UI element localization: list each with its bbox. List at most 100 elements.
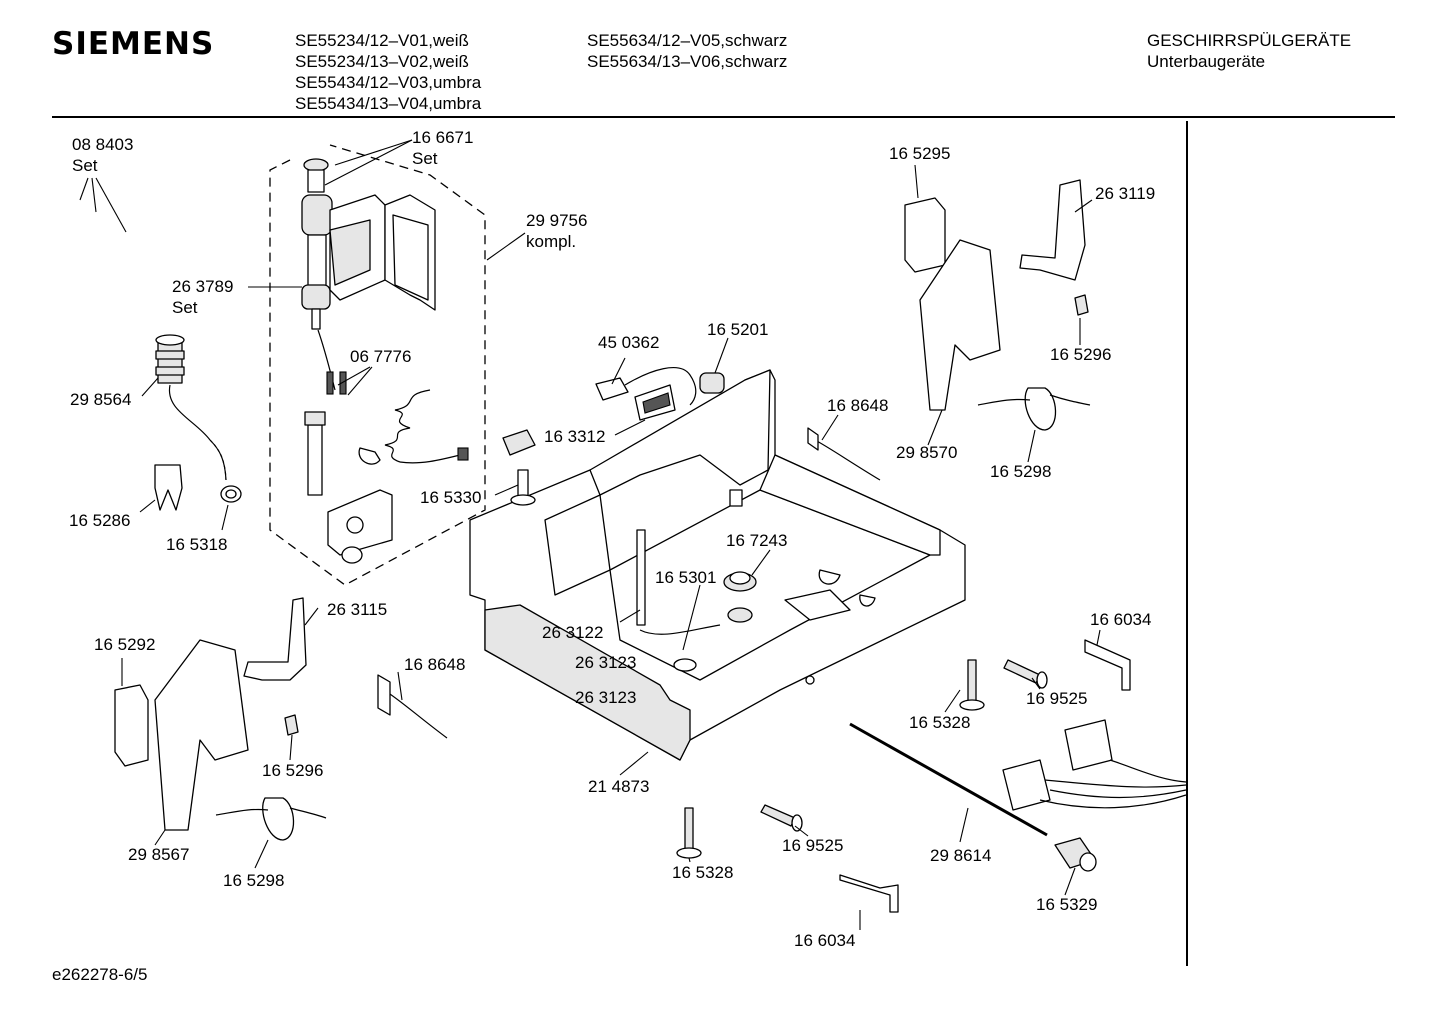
callout-line: 16 5329	[1036, 895, 1097, 914]
model-line: SE55434/13–V04,umbra	[295, 94, 482, 113]
part-number-callout: 16 5292	[94, 635, 155, 654]
lower-left-parts-drawing	[114, 597, 448, 841]
lower-right-parts-drawing	[676, 639, 1187, 913]
callout-line: 16 5318	[166, 535, 227, 554]
callout-line: 16 5330	[420, 488, 481, 507]
part-number-callout: 45 0362	[598, 333, 659, 352]
callout-line: 16 5301	[655, 568, 716, 587]
callout-line: Set	[412, 149, 438, 168]
callout-line: 16 3312	[544, 427, 605, 446]
upper-right-parts-drawing	[904, 179, 1091, 431]
part-number-callout: 26 3119	[1095, 184, 1155, 203]
callout-line: 29 8570	[896, 443, 957, 462]
part-number-callout: 16 5329	[1036, 895, 1097, 914]
part-number-callout: 16 9525	[1026, 689, 1087, 708]
part-number-callout: 16 9525	[782, 836, 843, 855]
part-number-callout: 26 3115	[327, 600, 387, 619]
part-number-callout: 16 5330	[420, 488, 481, 507]
callout-line: 26 3789	[172, 277, 233, 296]
callout-line: 26 3123	[575, 653, 636, 672]
callout-line: 16 5201	[707, 320, 768, 339]
upper-center-parts-drawing	[502, 366, 881, 506]
left-loose-parts-drawing	[154, 334, 242, 511]
callout-line: 21 4873	[588, 777, 649, 796]
part-number-callout: 16 3312	[544, 427, 605, 446]
part-number-callout: 16 5301	[655, 568, 716, 587]
callout-line: 16 5286	[69, 511, 130, 530]
callout-line: 29 8564	[70, 390, 131, 409]
part-number-callout: 16 7243	[726, 531, 787, 550]
callout-line: 16 5328	[909, 713, 970, 732]
part-number-callout: 26 3122	[542, 623, 603, 642]
part-number-callout: 16 8648	[827, 396, 888, 415]
part-number-callout: 29 8564	[70, 390, 131, 409]
callout-line: 16 9525	[1026, 689, 1087, 708]
part-number-callout: 29 8614	[930, 846, 991, 865]
callout-line: 16 6034	[794, 931, 855, 950]
part-number-callout: 16 5201	[707, 320, 768, 339]
callout-line: 26 3122	[542, 623, 603, 642]
callout-line: 16 5292	[94, 635, 155, 654]
callout-line: 29 8567	[128, 845, 189, 864]
part-number-callout: 26 3123	[575, 688, 636, 707]
callout-line: 16 8648	[404, 655, 465, 674]
model-line: SE55234/13–V02,weiß	[295, 52, 469, 71]
callout-line: 16 5295	[889, 144, 950, 163]
model-line: SE55234/12–V01,weiß	[295, 31, 469, 50]
drawing-id: e262278-6/5	[52, 965, 148, 984]
header-divider	[52, 116, 1395, 118]
part-number-callout: 29 8570	[896, 443, 957, 462]
softener-assembly-drawing	[269, 144, 486, 586]
part-number-callout: 16 5298	[223, 871, 284, 890]
part-number-callout: 16 5296	[1050, 345, 1111, 364]
category-subtitle: Unterbaugeräte	[1147, 52, 1266, 71]
leader-lines	[79, 139, 1101, 930]
part-number-callout: 29 8567	[128, 845, 189, 864]
callout-line: 45 0362	[598, 333, 659, 352]
part-number-callout: 16 5298	[990, 462, 1051, 481]
callout-line: 06 7776	[350, 347, 411, 366]
callout-line: 16 5296	[262, 761, 323, 780]
model-line: SE55634/12–V05,schwarz	[587, 31, 788, 50]
callout-line: 16 5328	[672, 863, 733, 882]
callout-line: 16 8648	[827, 396, 888, 415]
part-number-callout: 16 5295	[889, 144, 950, 163]
part-number-callout: 16 6034	[1090, 610, 1151, 629]
brand-logo: SIEMENS	[52, 26, 215, 62]
callout-line: 16 5296	[1050, 345, 1111, 364]
callout-line: 16 7243	[726, 531, 787, 550]
callout-line: 16 6671	[412, 128, 473, 147]
callout-line: Set	[172, 298, 198, 317]
part-number-callout: 16 5296	[262, 761, 323, 780]
category-title: GESCHIRRSPÜLGERÄTE	[1147, 31, 1352, 50]
model-list-1: SE55234/12–V01,weiß SE55234/13–V02,weiß …	[295, 30, 481, 114]
right-margin-divider	[1186, 121, 1188, 966]
callout-line: 26 3119	[1095, 184, 1155, 203]
part-number-callout: 16 6034	[794, 931, 855, 950]
part-number-callout: 16 5286	[69, 511, 130, 530]
callout-line: 16 5298	[990, 462, 1051, 481]
base-tub-drawing	[469, 369, 966, 761]
callout-line: 16 5298	[223, 871, 284, 890]
part-number-callout: 16 5318	[166, 535, 227, 554]
callout-line: 29 8614	[930, 846, 991, 865]
callout-line: 16 6034	[1090, 610, 1151, 629]
callout-line: 26 3115	[327, 600, 387, 619]
callout-line: 16 9525	[782, 836, 843, 855]
model-line: SE55634/13–V06,schwarz	[587, 52, 788, 71]
part-number-callout: 26 3123	[575, 653, 636, 672]
part-number-callout: 06 7776	[350, 347, 411, 366]
part-number-callout: 16 5328	[909, 713, 970, 732]
category-block: GESCHIRRSPÜLGERÄTE Unterbaugeräte	[1147, 30, 1351, 72]
part-number-callout: 16 8648	[404, 655, 465, 674]
callout-line: 26 3123	[575, 688, 636, 707]
callout-line: 08 8403	[72, 135, 133, 154]
part-number-callout: 21 4873	[588, 777, 649, 796]
model-list-2: SE55634/12–V05,schwarz SE55634/13–V06,sc…	[587, 30, 787, 72]
callout-line: kompl.	[526, 232, 576, 251]
